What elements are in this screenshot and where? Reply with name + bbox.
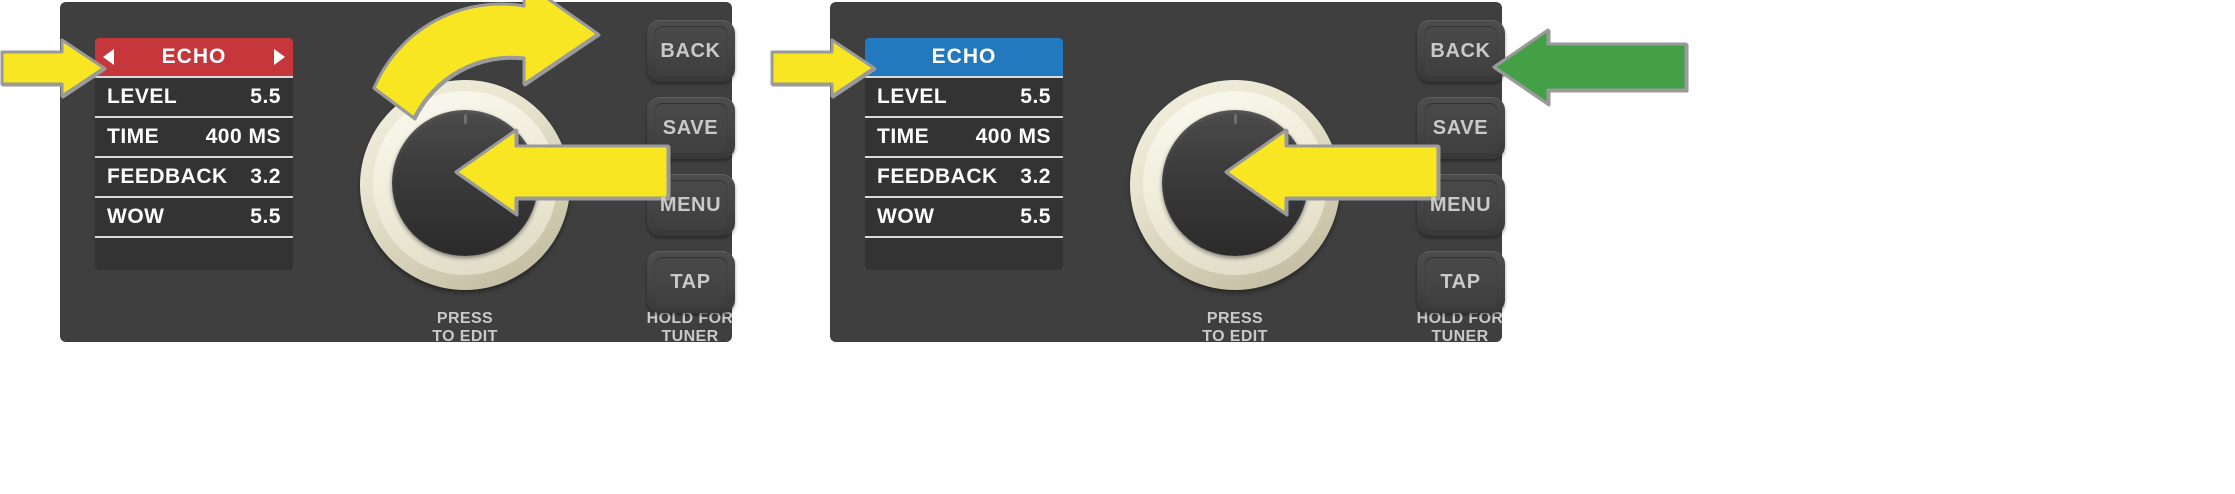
param-row-empty <box>865 236 1063 270</box>
knob-caption-before: PRESS TO EDIT <box>390 310 540 346</box>
button-column-before: BACK SAVE MENU TAP <box>618 20 763 317</box>
caption-line-2: TUNER <box>661 328 719 345</box>
param-value: 5.5 <box>250 205 281 228</box>
press-knob-arrow-before <box>454 128 670 216</box>
param-value: 5.5 <box>1020 85 1051 108</box>
caption-line-2: TO EDIT <box>432 328 498 345</box>
param-value: 5.5 <box>250 85 281 108</box>
display-pointer-arrow-after <box>770 38 876 98</box>
param-name: LEVEL <box>107 85 178 108</box>
chevron-left-icon[interactable] <box>103 49 114 65</box>
caption-line-1: PRESS <box>1206 310 1264 327</box>
param-row-time[interactable]: TIME 400 MS <box>865 116 1063 156</box>
button-label: BACK <box>1430 39 1491 62</box>
button-label: TAP <box>1440 270 1481 293</box>
param-value: 400 MS <box>205 125 281 148</box>
back-button-arrow-after <box>1492 28 1688 106</box>
param-name: LEVEL <box>877 85 948 108</box>
button-label: MENU <box>659 193 722 216</box>
param-row-level[interactable]: LEVEL 5.5 <box>95 76 293 116</box>
param-name: TIME <box>877 125 930 148</box>
caption-line-1: PRESS <box>436 310 494 327</box>
caption-line-1: HOLD FOR <box>1416 310 1504 327</box>
param-value: 3.2 <box>250 165 281 188</box>
param-row-level[interactable]: LEVEL 5.5 <box>865 76 1063 116</box>
param-row-empty <box>95 236 293 270</box>
tap-button[interactable]: TAP <box>1416 251 1505 313</box>
param-row-wow[interactable]: WOW 5.5 <box>95 196 293 236</box>
lcd-display-before: ECHO LEVEL 5.5 TIME 400 MS FEEDBACK 3.2 … <box>95 38 293 270</box>
lcd-display-after: ECHO LEVEL 5.5 TIME 400 MS FEEDBACK 3.2 … <box>865 38 1063 270</box>
knob-caption-after: PRESS TO EDIT <box>1160 310 1310 346</box>
param-value: 5.5 <box>1020 205 1051 228</box>
tap-button[interactable]: TAP <box>646 251 735 313</box>
press-knob-arrow-after <box>1224 128 1440 216</box>
caption-line-2: TUNER <box>1431 328 1489 345</box>
chevron-right-icon[interactable] <box>274 49 285 65</box>
param-row-feedback[interactable]: FEEDBACK 3.2 <box>865 156 1063 196</box>
param-value: 3.2 <box>1020 165 1051 188</box>
button-label: SAVE <box>1432 116 1489 139</box>
preset-header-after[interactable]: ECHO <box>865 38 1063 76</box>
tap-caption-before: HOLD FOR TUNER <box>615 310 765 346</box>
button-label: SAVE <box>662 116 719 139</box>
display-pointer-arrow-before <box>0 38 106 98</box>
param-name: WOW <box>107 205 165 228</box>
param-name: TIME <box>107 125 160 148</box>
button-label: MENU <box>1429 193 1492 216</box>
knob-indicator-notch <box>463 114 467 124</box>
menu-button[interactable]: MENU <box>1416 174 1505 236</box>
param-row-wow[interactable]: WOW 5.5 <box>865 196 1063 236</box>
param-value: 400 MS <box>975 125 1051 148</box>
param-name: WOW <box>877 205 935 228</box>
preset-name-label: ECHO <box>161 45 227 68</box>
knob-indicator-notch <box>1233 114 1237 124</box>
button-label: BACK <box>660 39 721 62</box>
param-row-time[interactable]: TIME 400 MS <box>95 116 293 156</box>
preset-header-before[interactable]: ECHO <box>95 38 293 76</box>
back-button[interactable]: BACK <box>646 20 735 82</box>
param-row-feedback[interactable]: FEEDBACK 3.2 <box>95 156 293 196</box>
caption-line-2: TO EDIT <box>1202 328 1268 345</box>
button-label: TAP <box>670 270 711 293</box>
caption-line-1: HOLD FOR <box>646 310 734 327</box>
tap-caption-after: HOLD FOR TUNER <box>1385 310 1535 346</box>
param-name: FEEDBACK <box>877 165 998 188</box>
param-name: FEEDBACK <box>107 165 228 188</box>
preset-name-label: ECHO <box>931 45 997 68</box>
rotate-knob-arrow-before <box>372 0 600 120</box>
menu-button[interactable]: MENU <box>646 174 735 236</box>
back-button[interactable]: BACK <box>1416 20 1505 82</box>
